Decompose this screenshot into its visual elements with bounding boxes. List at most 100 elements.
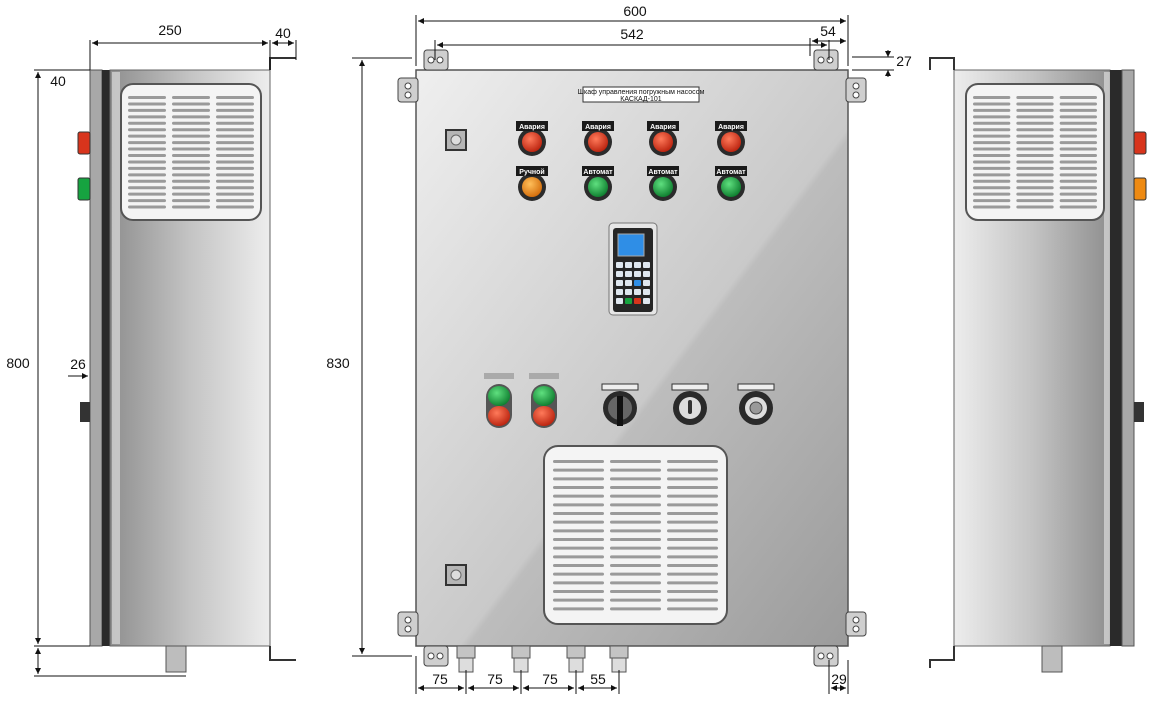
vent-slot: [610, 512, 661, 515]
keypad-key: [634, 280, 641, 286]
vent-slot: [128, 160, 166, 164]
vent-slot: [553, 503, 604, 507]
vent-slot: [128, 154, 166, 157]
keypad-key: [625, 289, 632, 295]
vent-slot: [128, 179, 166, 183]
vent-slot: [172, 166, 210, 170]
keypad-key: [625, 298, 632, 304]
vent-slot: [553, 598, 604, 602]
vent-slot: [216, 173, 254, 177]
vent-slot: [610, 468, 661, 472]
vent-slot: [172, 128, 210, 132]
alarm-lamp: Авария: [582, 121, 614, 156]
vent-slot: [973, 115, 1011, 119]
dim-side-offset-left: 40: [50, 73, 66, 89]
right-side-view: [929, 57, 1147, 673]
vent-slot: [172, 141, 210, 145]
vent-slot: [1016, 108, 1054, 112]
vent-slot: [553, 512, 604, 515]
vent-slot: [553, 538, 604, 541]
alarm-lamp-label: Авария: [650, 124, 676, 131]
vent-slot: [1016, 141, 1054, 145]
vent-slot: [667, 460, 718, 463]
auto-lamp: Автомат: [715, 166, 747, 201]
vent-slot: [667, 494, 718, 498]
side-lamp-red-right: [1133, 131, 1147, 155]
vent-slot: [667, 564, 718, 567]
vent-slot: [1016, 134, 1054, 138]
title-line2: КАСКАД-101: [620, 96, 661, 103]
auto-lamp: Автомат: [647, 166, 679, 201]
vent-slot: [553, 468, 604, 472]
vent-slot: [216, 141, 254, 145]
alarm-lamp-label: Авария: [718, 124, 744, 131]
front-vent-grille: [543, 445, 728, 625]
vent-slot: [216, 154, 254, 157]
vent-slot: [216, 147, 254, 151]
front-dimensions: [352, 15, 894, 694]
dim-front-width: 600: [623, 3, 647, 19]
vent-slot: [1059, 205, 1097, 209]
vent-slot: [553, 572, 604, 576]
vent-slot: [128, 108, 166, 112]
vent-slot: [216, 115, 254, 119]
keypad-key: [643, 280, 650, 286]
vent-slot: [172, 205, 210, 209]
vent-slot: [172, 192, 210, 196]
keypad-key: [616, 271, 623, 277]
vent-slot: [667, 529, 718, 533]
mode-lamp-label: Автомат: [583, 169, 613, 176]
vent-slot: [973, 160, 1011, 164]
vent-slot: [973, 121, 1011, 125]
vent-slot: [128, 134, 166, 138]
vent-slot: [128, 192, 166, 196]
vent-slot: [216, 199, 254, 203]
keypad-key: [616, 262, 623, 268]
vent-slot: [172, 173, 210, 177]
vent-slot: [172, 96, 210, 99]
vent-slot: [667, 546, 718, 550]
vent-slot: [610, 581, 661, 585]
vent-slot: [973, 102, 1011, 106]
vent-slot: [553, 520, 604, 524]
dim-front-corner-h: 27: [896, 53, 912, 69]
vent-slot: [128, 115, 166, 119]
vent-slot: [553, 607, 604, 611]
vent-slot: [553, 555, 604, 559]
vent-slot: [973, 192, 1011, 196]
vent-slot: [128, 147, 166, 151]
keypad-key: [643, 298, 650, 304]
vent-slot: [128, 186, 166, 190]
front-view: Шкаф управления погружным насосом КАСКАД…: [397, 49, 867, 673]
vent-slot: [553, 546, 604, 550]
mode-lamp-label: Ручной: [519, 168, 544, 176]
vent-slot: [610, 529, 661, 533]
vent-slot: [1059, 128, 1097, 132]
vent-slot: [1016, 115, 1054, 119]
vent-slot: [172, 147, 210, 151]
vent-slot: [1059, 141, 1097, 145]
dim-front-inner-width: 542: [620, 26, 644, 42]
side-lamp-orange-right: [1133, 177, 1147, 201]
vent-slot: [216, 160, 254, 164]
vent-slot: [667, 477, 718, 481]
keypad-key: [616, 280, 623, 286]
keypad-key: [643, 289, 650, 295]
vent-slot: [172, 160, 210, 164]
vent-slot: [172, 154, 210, 157]
vent-slot: [610, 598, 661, 602]
vent-slot: [128, 205, 166, 209]
vent-slot: [1059, 154, 1097, 157]
vent-slot: [553, 529, 604, 533]
alarm-lamp: Авария: [715, 121, 747, 156]
keypad-key: [643, 271, 650, 277]
side-knob-right: [1134, 402, 1144, 422]
vent-slot: [216, 96, 254, 99]
vent-slot: [1059, 173, 1097, 177]
vent-slot: [216, 121, 254, 125]
vent-slot: [667, 503, 718, 507]
keypad-key: [634, 262, 641, 268]
side-lamp-red: [77, 131, 91, 155]
mounting-bracket: [813, 49, 839, 71]
mounting-bracket: [423, 49, 449, 71]
